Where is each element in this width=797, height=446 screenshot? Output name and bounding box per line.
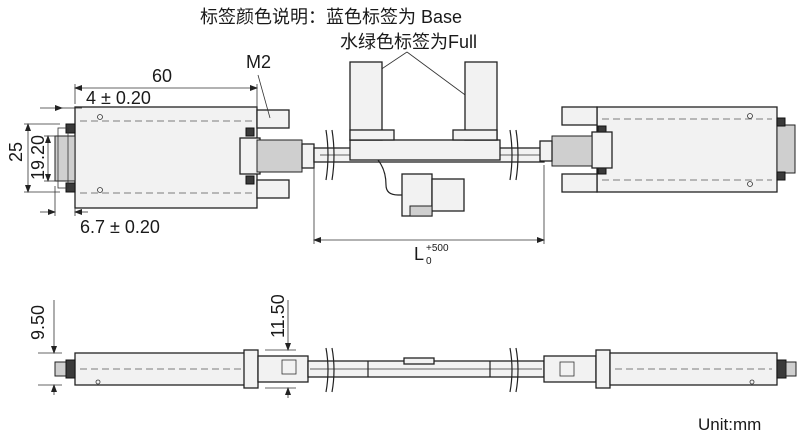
left-connector-top [54,106,315,209]
svg-text:M2: M2 [246,52,271,72]
left-connector-side [54,349,309,389]
svg-text:4 ± 0.20: 4 ± 0.20 [86,88,151,108]
svg-text:6.7 ± 0.20: 6.7 ± 0.20 [80,217,160,237]
dim-length-60: 60 [74,66,258,108]
svg-text:+500: +500 [426,243,449,254]
right-connector-top [539,106,796,193]
dim-offset-4: 4 ± 0.20 [40,88,151,111]
svg-text:19.20: 19.20 [28,135,48,180]
svg-text:60: 60 [152,66,172,86]
label-tag-left [349,61,383,141]
dim-height-25: 25 [6,123,60,193]
dim-cable-length: L 0 +500 [313,165,545,267]
svg-text:L: L [414,244,424,264]
dim-side-1150: 11.50 [265,294,296,398]
right-connector-side [543,349,797,389]
dim-side-950: 9.50 [28,300,62,395]
cable-side [307,347,545,393]
legend-line1: 标签颜色说明：蓝色标签为 Base [200,7,462,27]
legend-line2: 水绿色标签为Full [340,32,477,52]
svg-text:9.50: 9.50 [28,305,48,340]
dim-thread-m2: M2 [246,52,271,119]
svg-text:11.50: 11.50 [268,294,288,338]
label-tag-right [464,61,498,141]
dim-height-1920: 19.20 [28,135,56,182]
svg-text:25: 25 [6,142,26,162]
unit-label: Unit:mm [698,415,761,434]
cable-top [313,61,545,217]
leader-right-label [406,51,473,101]
svg-text:0: 0 [426,256,432,267]
dim-width-67: 6.7 ± 0.20 [40,186,160,237]
